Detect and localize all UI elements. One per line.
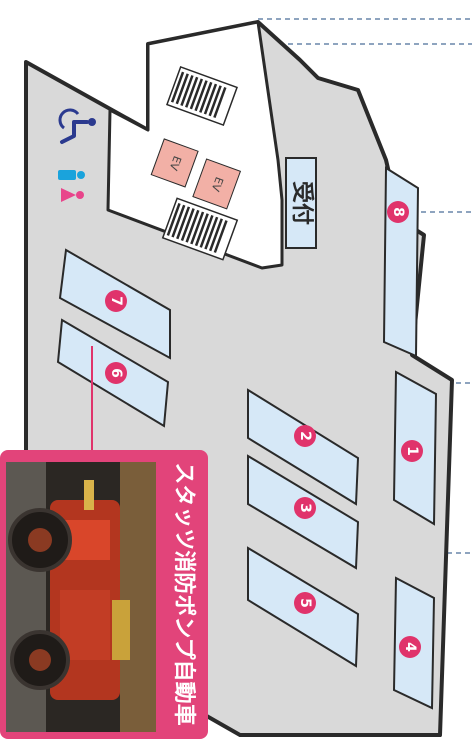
accessible-toilet-icon <box>58 108 96 144</box>
exhibit-number-label: 1 <box>404 446 420 456</box>
elevator-label-1: EV <box>166 154 183 172</box>
exhibit-number-label: 5 <box>297 598 313 608</box>
exhibit-marker-6[interactable]: 6 <box>105 362 127 384</box>
featured-exhibit-title: スタッツ消防ポンプ自動車 <box>171 462 197 725</box>
fire-engine-photo <box>6 462 156 732</box>
exhibit-area-8[interactable] <box>382 166 420 358</box>
featured-exhibit-callout[interactable]: スタッツ消防ポンプ自動車 <box>0 450 208 739</box>
exhibit-area-2[interactable] <box>247 388 360 506</box>
exhibit-number-label: 4 <box>402 642 418 652</box>
exhibit-marker-8[interactable]: 8 <box>387 201 409 223</box>
male-toilet-icon <box>58 170 85 180</box>
elevator-1: EV <box>150 138 199 188</box>
marker-circle <box>105 362 127 384</box>
exhibit-marker-5[interactable]: 5 <box>294 592 316 614</box>
marker-circle <box>399 636 421 658</box>
marker-layer: 1 2 3 4 5 6 7 8 <box>105 201 423 658</box>
exhibit-marker-2[interactable]: 2 <box>294 425 316 447</box>
elevator-2: EV <box>192 158 242 210</box>
exhibit-number-label: 8 <box>390 207 406 217</box>
reception-desk: 受付 <box>285 157 317 249</box>
marker-circle <box>105 290 127 312</box>
exhibit-marker-4[interactable]: 4 <box>399 636 421 658</box>
stairs-icon <box>161 65 239 261</box>
exhibit-number-label: 7 <box>108 296 124 306</box>
exhibit-marker-3[interactable]: 3 <box>294 497 316 519</box>
exhibit-marker-1[interactable]: 1 <box>401 440 423 462</box>
exhibit-marker-7[interactable]: 7 <box>105 290 127 312</box>
marker-circle <box>401 440 423 462</box>
marker-circle <box>294 425 316 447</box>
female-toilet-icon <box>61 188 84 202</box>
elevator-label-2: EV <box>208 175 225 193</box>
marker-circle <box>294 497 316 519</box>
exhibit-number-label: 6 <box>108 368 124 378</box>
marker-circle <box>387 201 409 223</box>
reception-label: 受付 <box>289 181 315 225</box>
marker-circle <box>294 592 316 614</box>
exhibit-number-label: 2 <box>297 431 313 441</box>
exhibit-number-label: 3 <box>297 503 313 513</box>
